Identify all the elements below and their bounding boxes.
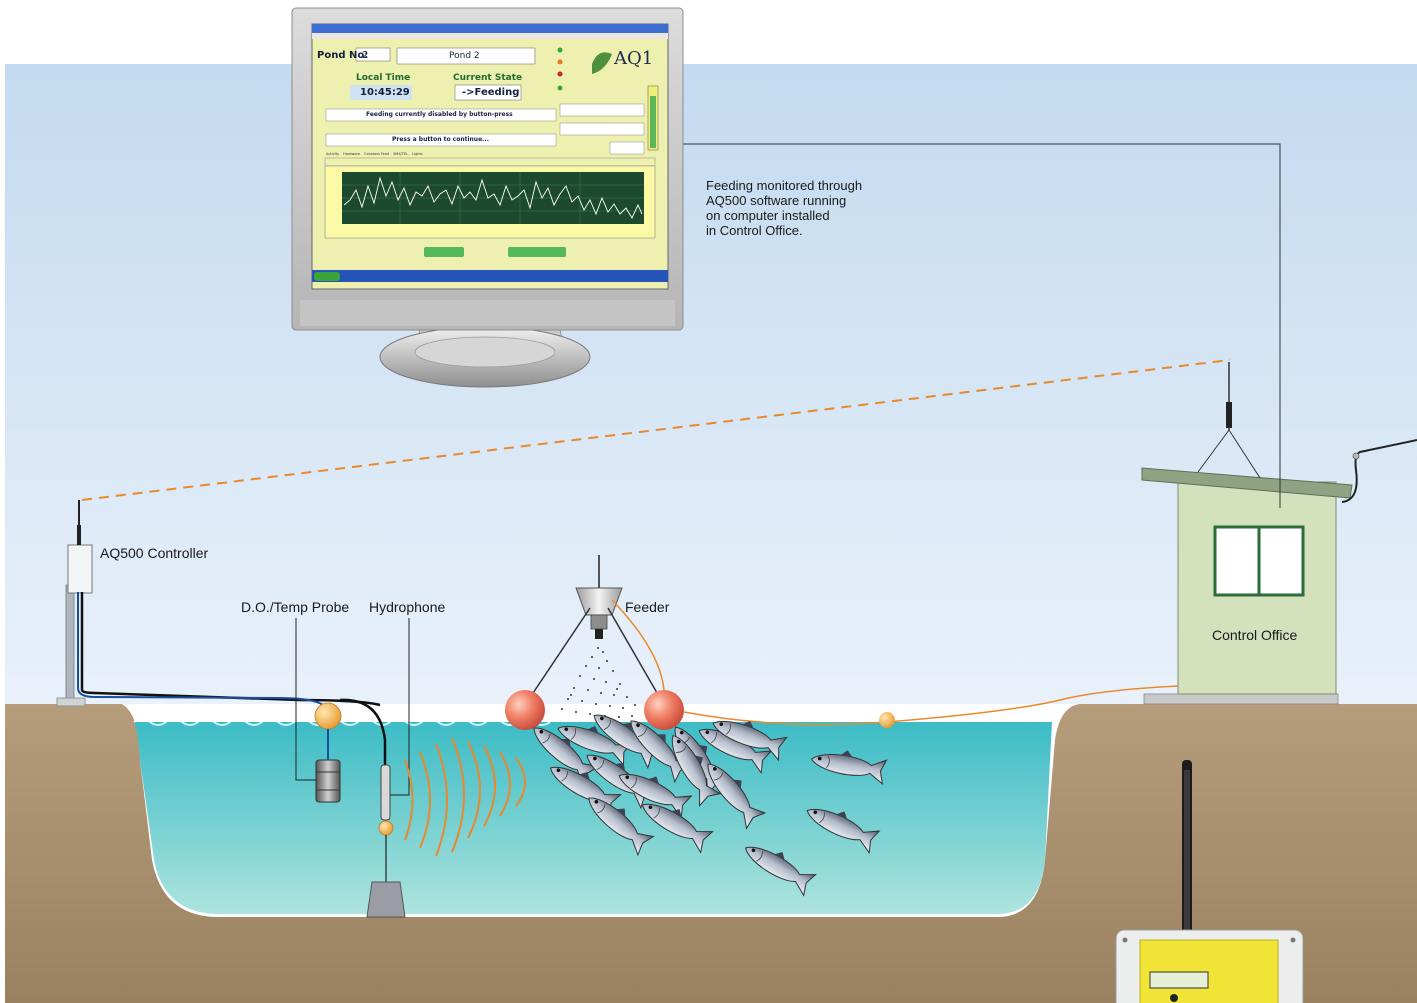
aq500-controller <box>56 500 381 707</box>
ground <box>5 704 1417 1003</box>
aq1-logo: AQ1 <box>614 48 654 69</box>
local-time-label: Local Time <box>356 73 411 83</box>
float-cable <box>683 685 1179 726</box>
tab-activity[interactable]: Activity <box>326 152 340 156</box>
note-line-2: AQ500 software running <box>706 193 847 208</box>
status-message: Feeding currently disabled by button-pre… <box>366 111 513 118</box>
pond-no-value: 2 <box>362 50 369 61</box>
note-line-3: on computer installed <box>706 208 830 223</box>
controller-label: AQ500 Controller <box>100 545 209 561</box>
do-temp-probe <box>279 618 342 803</box>
water-surface <box>133 718 551 726</box>
note-line-4: in Control Office. <box>706 223 803 238</box>
hydrophone <box>339 618 526 918</box>
radio-link-line <box>81 359 1231 501</box>
control-office-label: Control Office <box>1212 627 1298 643</box>
feed-pellets <box>561 647 636 718</box>
local-time-value: 10:45:29 <box>360 87 410 98</box>
pond-no-label: Pond No: <box>317 50 369 61</box>
computer-monitor <box>291 7 684 388</box>
feeder-label: Feeder <box>625 599 670 615</box>
note-line-1: Feeding monitored through <box>706 178 863 193</box>
office-link-wire <box>680 143 1281 508</box>
tab-hardware[interactable]: Hardware <box>343 152 360 156</box>
current-state-label: Current State <box>453 73 523 83</box>
tab-constant-feed[interactable]: Constant Feed <box>364 152 390 156</box>
screen-tabs: Activity Hardware Constant Feed SMS/TEL … <box>326 152 446 160</box>
feeder <box>505 555 684 730</box>
monitoring-note: Feeding monitored through AQ500 software… <box>706 178 862 238</box>
tab-sms-tel[interactable]: SMS/TEL <box>393 152 409 156</box>
control-office <box>1141 362 1417 705</box>
hydrophone-label: Hydrophone <box>369 599 446 615</box>
prompt-message: Press a button to continue... <box>392 136 489 143</box>
pond-name: Pond 2 <box>449 51 480 61</box>
current-state-value: ->Feeding <box>462 87 520 98</box>
pond-water <box>134 722 1052 914</box>
feeding-control-unit <box>1115 760 1304 1003</box>
tab-lights[interactable]: Lights <box>412 152 423 156</box>
cable-float <box>879 712 895 728</box>
probe-label: D.O./Temp Probe <box>241 599 350 615</box>
